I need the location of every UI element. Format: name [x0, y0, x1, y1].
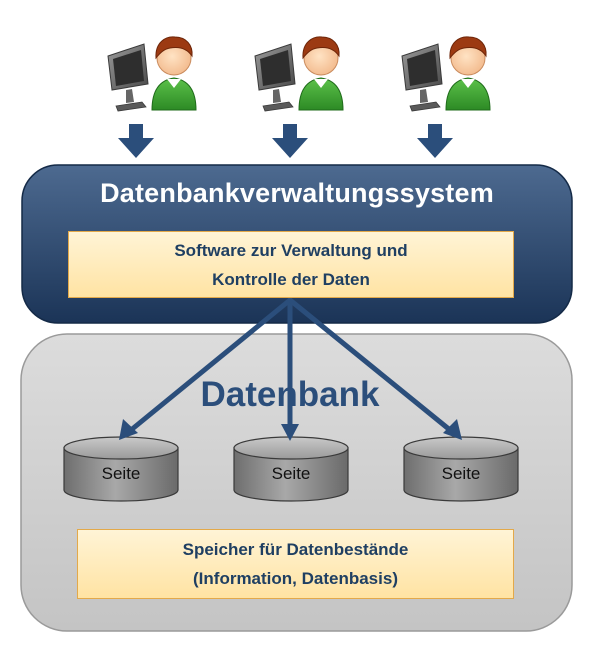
page-label: Seite [271, 464, 311, 483]
storage-line-2: (Information, Datenbasis) [193, 569, 398, 588]
database-title: Datenbank [200, 375, 380, 414]
page-label: Seite [101, 464, 141, 483]
down-arrow-icon [272, 124, 308, 158]
down-arrow-icon [118, 124, 154, 158]
page-cylinder [233, 436, 349, 502]
dbms-title: Datenbankverwaltungssystem [100, 178, 494, 208]
user-computer-icon [107, 36, 197, 112]
access-arrows [128, 297, 453, 433]
arrowhead-left [119, 419, 138, 440]
arrowhead-right [443, 419, 462, 440]
down-arrow-icon [417, 124, 453, 158]
software-line-2: Kontrolle der Daten [212, 269, 370, 289]
software-line-1: Software zur Verwaltung und [174, 240, 408, 260]
page-label: Seite [441, 464, 481, 483]
user-computer-icon [401, 36, 491, 112]
storage-line-1: Speicher für Datenbestände [182, 540, 409, 559]
storage-box: Speicher für Datenbestände (Information,… [77, 529, 514, 599]
page-cylinder [403, 436, 519, 502]
software-box: Software zur Verwaltung und Kontrolle de… [68, 231, 514, 298]
arrowhead-center [281, 424, 299, 441]
user-computer-icon [254, 36, 344, 112]
